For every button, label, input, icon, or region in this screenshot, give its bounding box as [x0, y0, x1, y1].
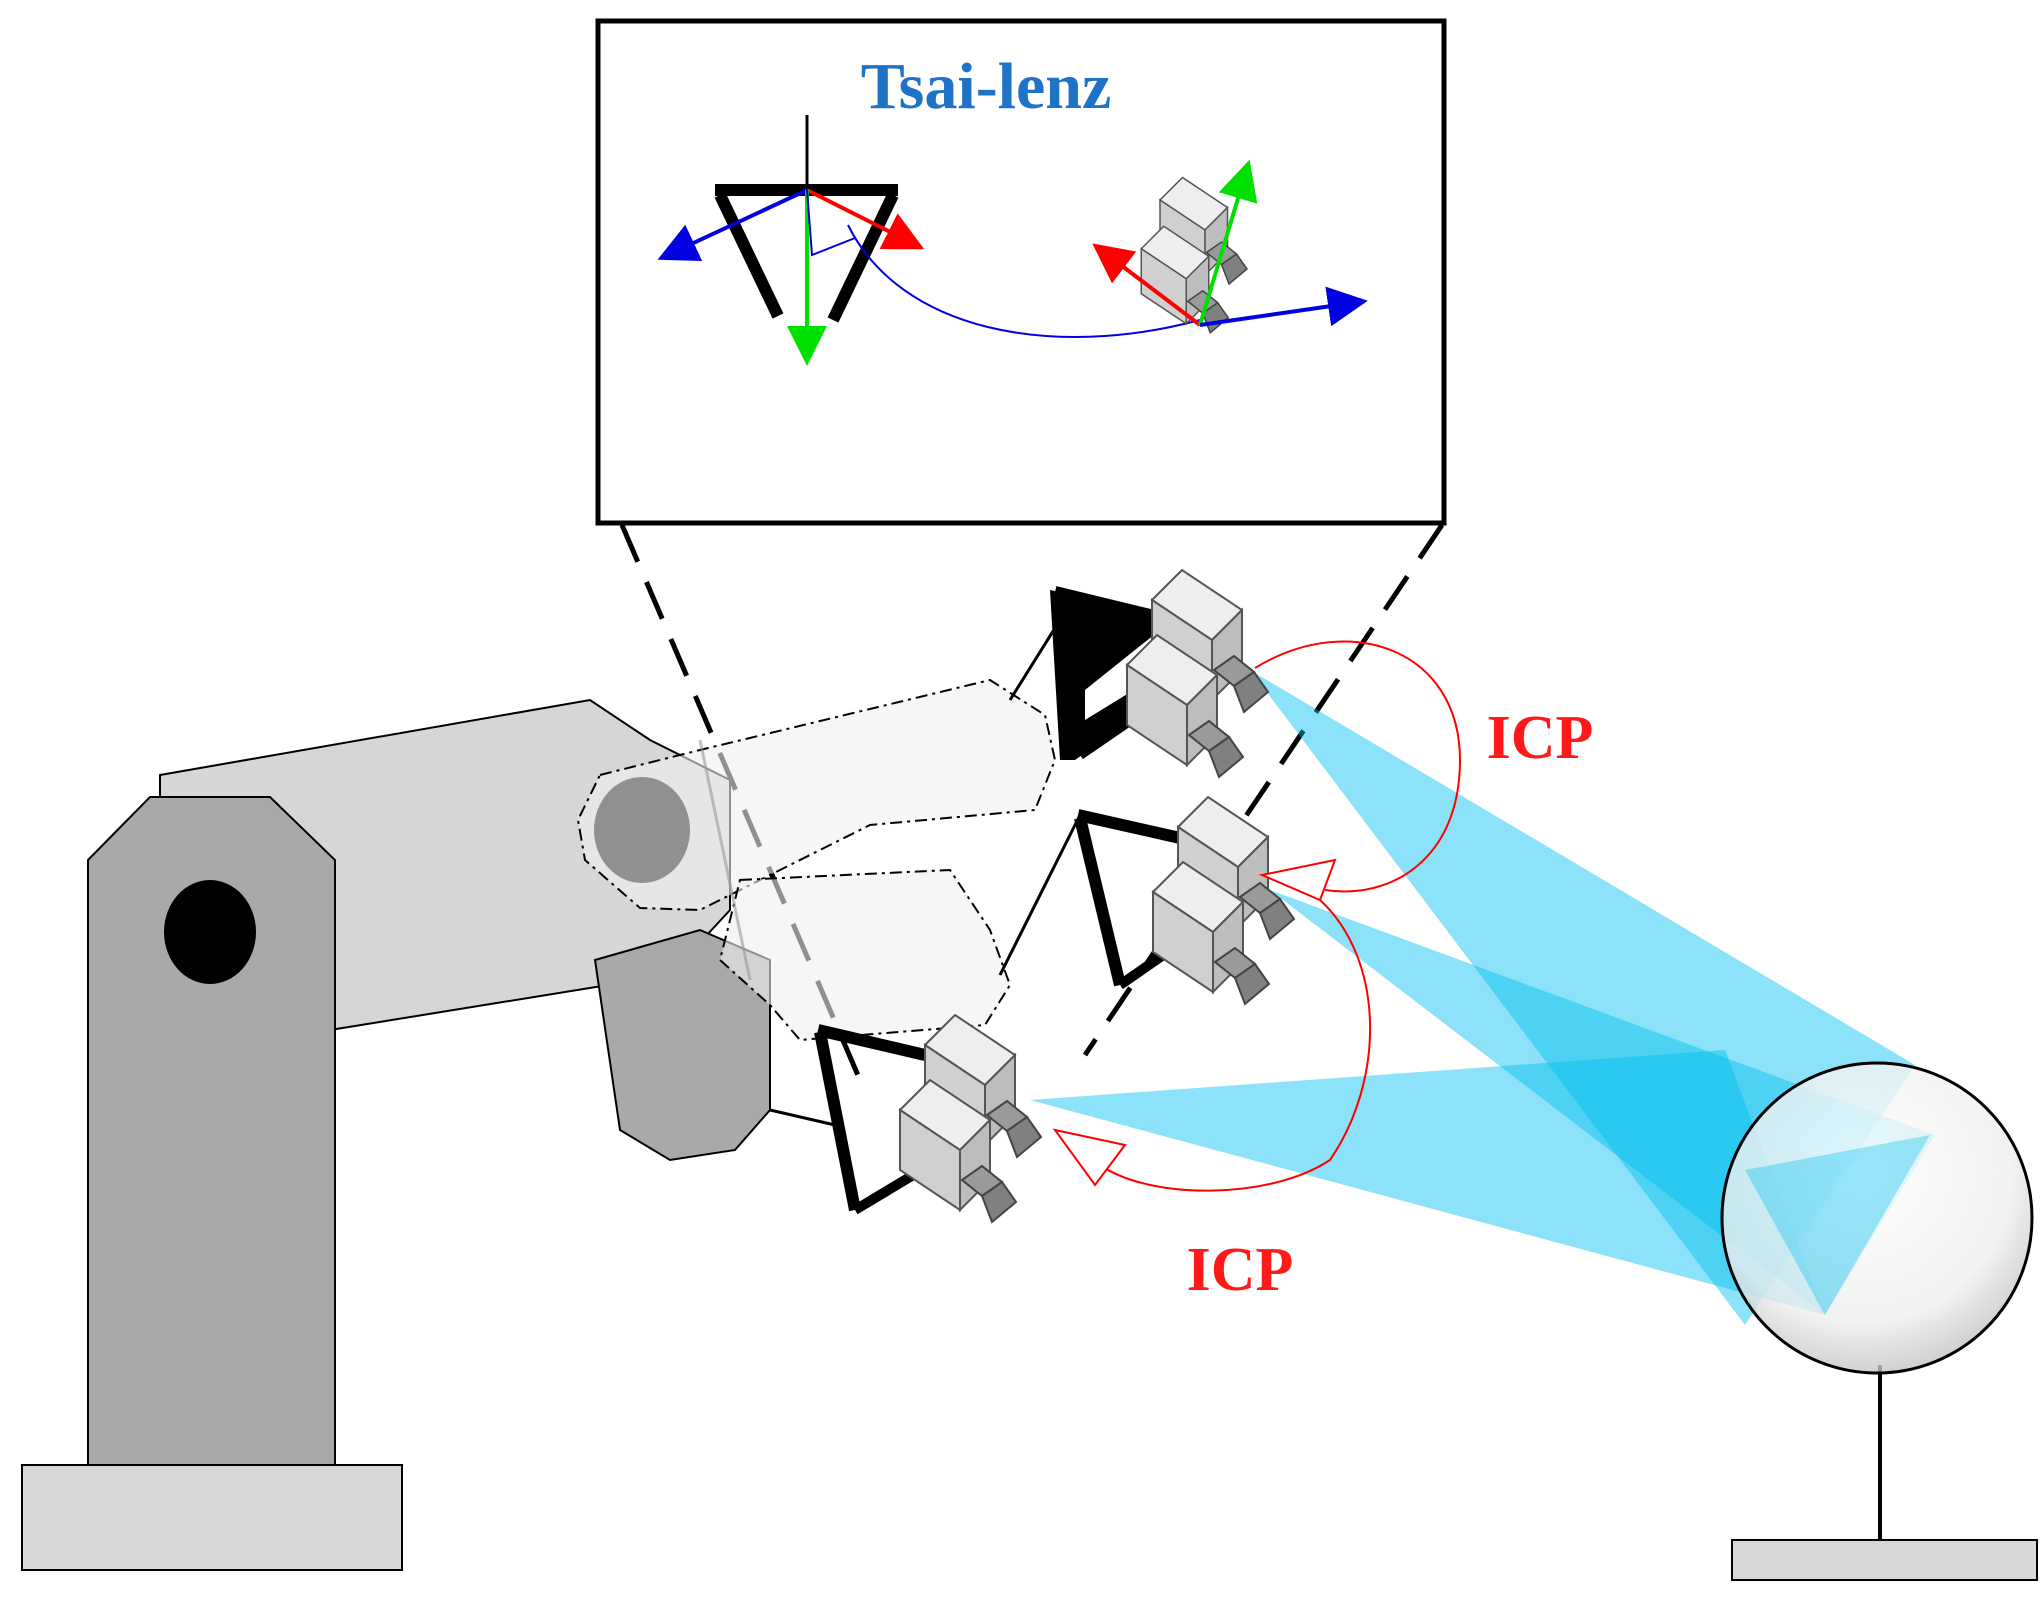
gripper-frame-axes — [657, 188, 925, 366]
pose-bottom — [769, 1015, 1041, 1222]
calibration-sphere-icon — [1720, 1061, 2038, 1581]
icp-lower-arrowhead — [1052, 1128, 1127, 1187]
inset-title: Tsai-lenz — [861, 50, 1112, 123]
camera-frame-axes — [1092, 159, 1368, 327]
camera-icon — [1127, 570, 1268, 777]
tsai-lenz-inset: Tsai-lenz — [595, 18, 1447, 526]
transform-curve — [847, 224, 1201, 339]
pose-middle — [998, 797, 1294, 1004]
ghost-arm-positions — [576, 678, 1057, 1042]
icp-arrows — [1052, 640, 1462, 1192]
camera-icon — [900, 1015, 1041, 1222]
camera-icon — [1153, 797, 1294, 1004]
pose-top — [1008, 570, 1268, 777]
robot-arm-icon — [21, 698, 771, 1571]
icp-label-upper: ICP — [1487, 704, 1594, 772]
icp-upper-arrowhead — [1258, 858, 1337, 902]
icp-label-lower: ICP — [1187, 1236, 1294, 1304]
